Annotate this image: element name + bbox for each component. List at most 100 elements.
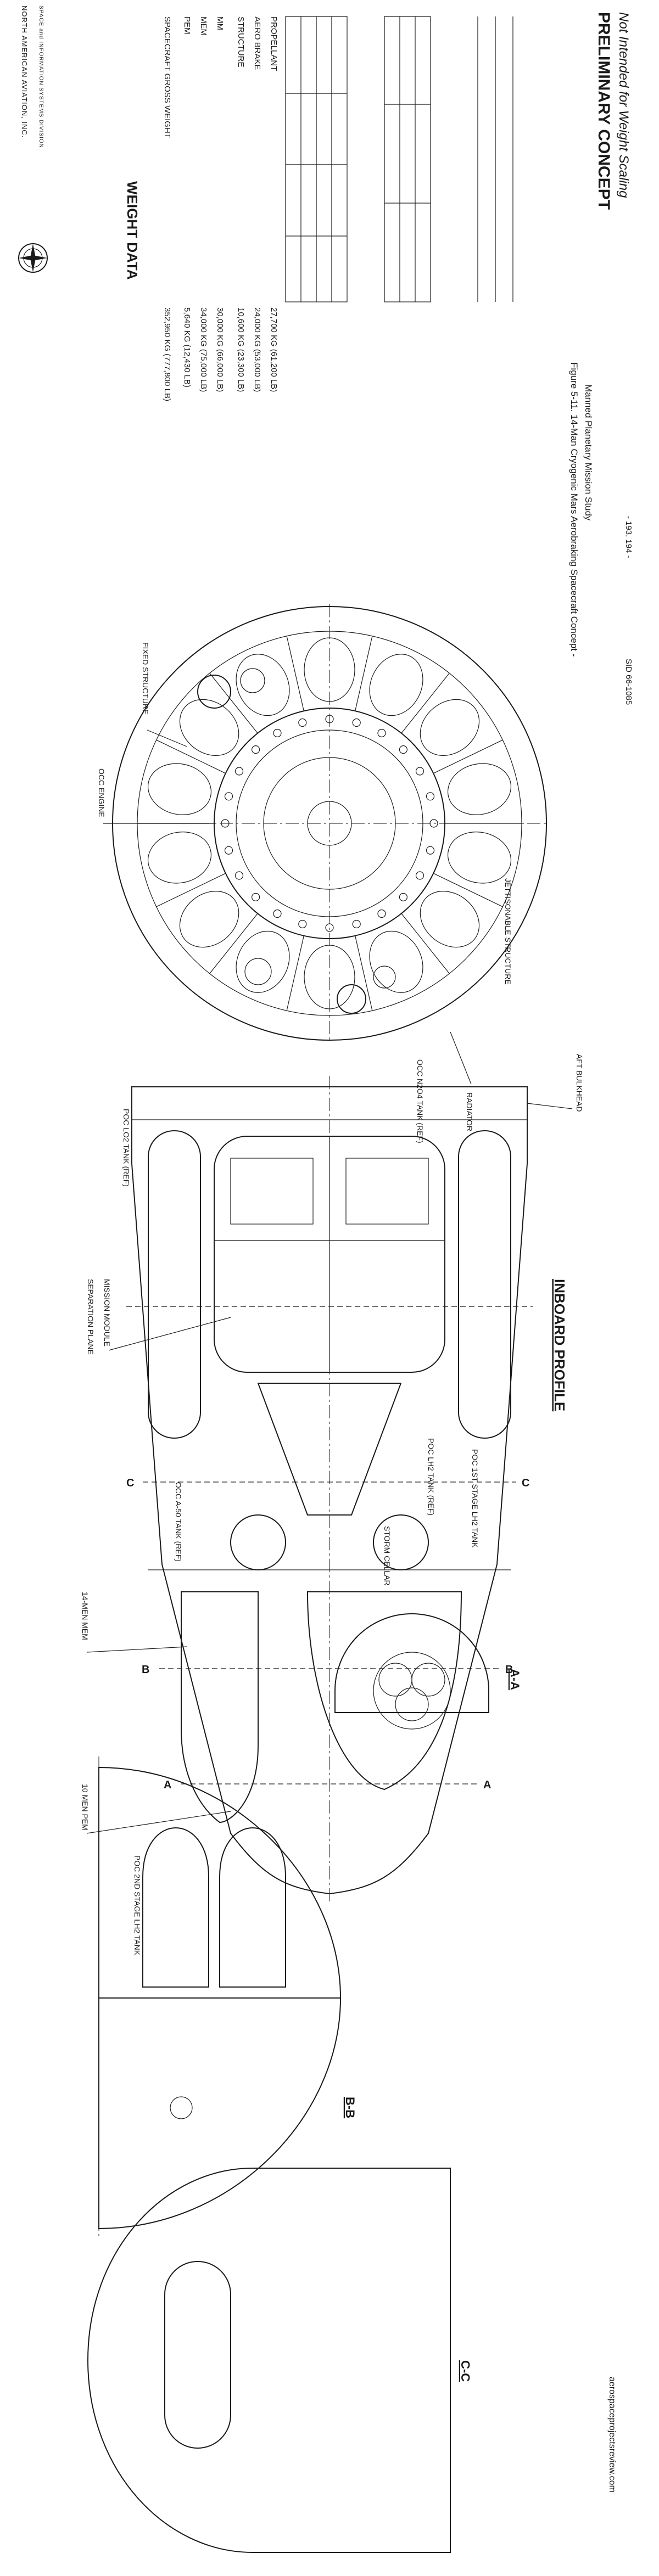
hub-port xyxy=(298,919,307,929)
weight-table-lower-block xyxy=(384,16,431,302)
radial-strut xyxy=(156,739,226,774)
weight-row-4: STRUCTURE xyxy=(236,16,245,68)
radial-strut xyxy=(209,913,258,974)
radial-tank xyxy=(369,930,423,993)
cut-a-right: A xyxy=(483,1779,491,1791)
weight-row-0-value: 352,950 KG (777,800 LB) xyxy=(163,307,172,401)
section-a-a: A-A xyxy=(334,1613,522,1730)
poc-1st-stage-tank-left xyxy=(148,1130,201,1439)
hub-port xyxy=(234,767,244,776)
radial-tank xyxy=(420,699,480,756)
radial-strut xyxy=(286,935,304,1011)
section-a-a-label: A-A xyxy=(508,1669,522,1690)
radial-tank xyxy=(304,637,355,702)
hub-port xyxy=(352,718,361,727)
cross-section-view xyxy=(110,604,549,1043)
weight-row-3: MM xyxy=(215,16,225,30)
radial-tank xyxy=(179,890,239,948)
hub-port xyxy=(224,846,233,855)
occ-tank-small xyxy=(244,958,272,985)
weight-row-4-value: 10,600 KG (23,300 LB) xyxy=(236,307,245,392)
figure-caption: Figure 5-11. 14-Man Cryogenic Mars Aerob… xyxy=(569,362,633,705)
radial-strut xyxy=(355,935,373,1011)
storm-cellar xyxy=(257,1383,402,1516)
cut-b-left: B xyxy=(142,1664,149,1676)
label-poc-1st-stage: POC 1ST STAGE LH2 TANK xyxy=(471,1449,479,1548)
cut-c-right: C xyxy=(522,1477,529,1489)
hub-port xyxy=(252,745,260,754)
weight-row-3-value: 30,000 KG (66,000 LB) xyxy=(215,307,225,392)
mem-capsule xyxy=(181,1591,259,1823)
radial-tank xyxy=(147,832,212,884)
hub-port xyxy=(399,893,408,902)
label-fixed-structure: FIXED STRUCTURE xyxy=(141,642,150,714)
not-for-scaling-stamp: Not Intended for Weight Scaling xyxy=(616,12,631,198)
weight-row-5-value: 24,000 KG (53,000 LB) xyxy=(253,307,262,392)
label-storm-cellar: STORM CELLAR xyxy=(383,1526,392,1586)
label-poc-lo2: POC LO2 TANK (REF) xyxy=(122,1109,131,1187)
cut-c-left: C xyxy=(126,1477,134,1489)
caption-line-1: Figure 5-11. 14-Man Cryogenic Mars Aerob… xyxy=(569,362,579,656)
radial-strut xyxy=(401,913,450,974)
hub-port xyxy=(224,792,233,801)
occ-sphere-right xyxy=(373,1514,429,1570)
section-c-c-label: C-C xyxy=(459,2360,472,2382)
weight-data-rows: SPACECRAFT GROSS WEIGHT 352,950 KG (777,… xyxy=(163,16,278,401)
radial-strut xyxy=(286,636,304,711)
label-aft-bulkhead: AFT BULKHEAD xyxy=(575,1054,584,1112)
hub-port xyxy=(273,728,282,738)
bb-tank-right xyxy=(219,1827,286,1988)
hub-port xyxy=(325,923,334,932)
inboard-profile-labels: INBOARD PROFILE SEPARATION PLANE MISSION… xyxy=(81,1054,584,1956)
label-jettisonable: JETTISONABLE STRUCTURE xyxy=(504,878,512,985)
weight-row-6-value: 27,700 KG (61,200 LB) xyxy=(269,307,278,392)
occ-sphere-left xyxy=(230,1514,286,1570)
weight-data-title: WEIGHT DATA xyxy=(124,181,141,280)
section-b-b: B-B xyxy=(98,1756,357,2240)
weight-row-5: AERO BRAKE xyxy=(253,16,262,70)
poc-engine-small-2 xyxy=(373,966,396,989)
label-mem: 14-MEN MEM xyxy=(81,1592,90,1640)
propellant-sub-table xyxy=(285,16,348,302)
section-b-b-label: B-B xyxy=(343,2097,357,2118)
radial-strut xyxy=(433,739,503,774)
division-name: SPACE and INFORMATION SYSTEMS DIVISION xyxy=(38,5,44,148)
inboard-profile-title: INBOARD PROFILE xyxy=(551,1279,568,1411)
hub-port xyxy=(298,718,307,727)
hub-port xyxy=(426,846,435,855)
radial-tank xyxy=(236,654,290,716)
company-name: NORTH AMERICAN AVIATION, INC. xyxy=(20,5,29,138)
bb-tank-left xyxy=(142,1827,209,1988)
caption-line-2: Manned Planetary Mission Study xyxy=(583,384,594,521)
radial-strut xyxy=(401,673,450,734)
poc-1st-stage-tank-right xyxy=(458,1130,511,1439)
label-separation-plane: SEPARATION PLANE xyxy=(86,1279,95,1355)
section-cut-markers: C C B B A A xyxy=(126,1477,529,1791)
section-c-c: C-C xyxy=(87,2168,472,2553)
hub-port xyxy=(221,819,230,828)
radial-strut xyxy=(156,873,226,907)
hub-port xyxy=(273,909,282,918)
cut-a-left: A xyxy=(164,1779,171,1791)
hub-port xyxy=(377,909,386,918)
weight-row-1-value: 5,640 KG (12,430 LB) xyxy=(182,307,192,388)
radial-tank xyxy=(147,763,212,815)
hub-port xyxy=(429,819,438,828)
hub-port xyxy=(252,893,260,902)
hub-port xyxy=(415,767,425,776)
radial-tank xyxy=(179,699,239,756)
hub-port xyxy=(377,728,386,738)
company-logo xyxy=(18,243,48,273)
label-pem: 10 MEN PEM xyxy=(81,1784,90,1831)
document-id: SID 66-1085 xyxy=(624,659,633,705)
occ-n2o4-tank-small xyxy=(240,668,265,693)
title-block: NORTH AMERICAN AVIATION, INC. SPACE and … xyxy=(18,5,631,273)
hub-port xyxy=(426,792,435,801)
radial-tank xyxy=(447,832,512,884)
weight-row-1: PEM xyxy=(182,16,192,35)
inboard-profile-view: C C B B A A xyxy=(126,1076,533,1905)
label-mission-module: MISSION MODULE xyxy=(103,1279,111,1346)
hub-port xyxy=(352,919,361,929)
radial-tank xyxy=(236,930,290,993)
